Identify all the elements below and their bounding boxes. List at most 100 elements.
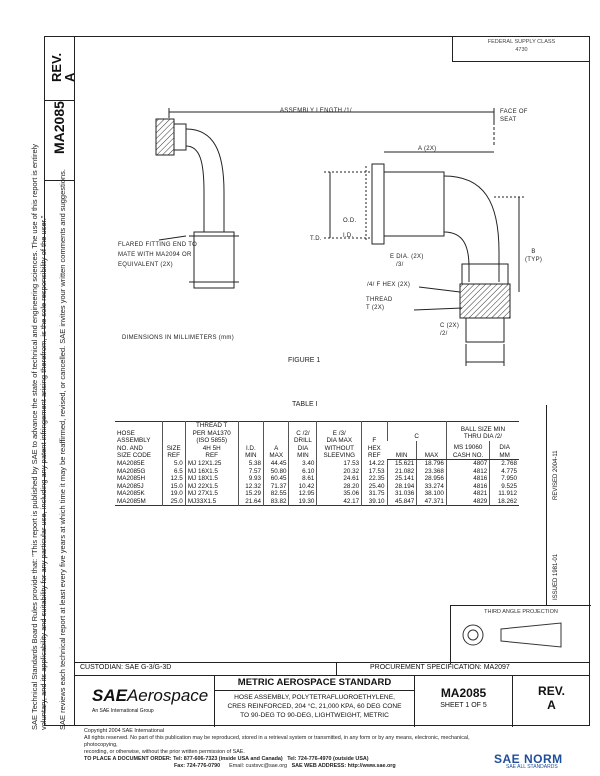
table-cell: MA2085M — [117, 497, 146, 505]
table-cell: 17.53 — [316, 459, 362, 468]
third-angle-projection-icon — [462, 622, 562, 648]
table-cell: 21.64 — [237, 497, 264, 506]
table-cell: 17.53 — [361, 467, 387, 475]
table-cell: 9.525 — [489, 482, 519, 490]
table-cell: 14.22 — [361, 459, 387, 468]
e-dia-label: E DIA. (2X)/3/ — [390, 254, 424, 268]
rev-value: A — [547, 698, 556, 712]
rev-cell: REV. A — [512, 676, 590, 727]
contact-line: Fax: 724-776-0790 Email: custsvc@sae.org… — [174, 763, 396, 769]
table-cell: 35.06 — [316, 490, 362, 498]
side-column — [44, 36, 74, 726]
table-cell: MA2085E — [117, 460, 145, 467]
table-cell: 28.20 — [316, 482, 362, 490]
copyright-footer: Copyright 2004 SAE International All rig… — [84, 728, 504, 770]
custodian-label: CUSTODIAN: SAE G-3/G-3D — [80, 664, 172, 671]
issued-date: ISSUED 1981-01 — [553, 553, 559, 600]
supply-class-box: FEDERAL SUPPLY CLASS 4730 — [452, 36, 590, 62]
title-block: SAEAerospace An SAE International Group … — [74, 675, 590, 727]
side-divider — [44, 100, 74, 101]
watermark-sub: SAE ALL STANDARDS — [506, 764, 558, 770]
supply-class-label: FEDERAL SUPPLY CLASS — [487, 39, 556, 45]
table-cell: 18.262 — [489, 497, 519, 506]
title-cell: METRIC AEROSPACE STANDARD HOSE ASSEMBLY,… — [214, 676, 414, 727]
a-dimension-label: A (2X) — [418, 146, 437, 152]
table-cell: 28.194 — [386, 482, 417, 490]
side-doc-number: MA2085 — [51, 101, 67, 154]
dimensions-note: DIMENSIONS IN MILLIMETERS (mm) — [122, 335, 235, 341]
rights-line: All rights reserved. No part of this pub… — [84, 735, 470, 748]
table-cell: 25.141 — [386, 475, 417, 483]
table-cell: 7.950 — [489, 475, 519, 483]
table-cell: 4829 — [445, 497, 490, 506]
table-cell: 8.61 — [288, 475, 317, 483]
table-cell: 42.17 — [316, 497, 362, 506]
table-cell: 20.32 — [316, 467, 362, 475]
order-line: TO PLACE A DOCUMENT ORDER: Tel: 877-606-… — [84, 756, 369, 762]
number-cell: MA2085 SHEET 1 OF 5 — [414, 676, 512, 727]
od-label: O.D. — [343, 218, 357, 224]
standard-title: METRIC AEROSPACE STANDARD — [215, 676, 414, 691]
side-note-3: SAE reviews each technical report at lea… — [58, 169, 67, 730]
table-cell: 15.0 — [161, 482, 186, 490]
table-cell: MA2085G — [117, 467, 146, 475]
watermark: SAE NORM — [494, 752, 563, 766]
custodian-row: CUSTODIAN: SAE G-3/G-3D PROCUREMENT SPEC… — [74, 662, 590, 676]
table-cell: 60.45 — [263, 475, 289, 483]
table-cell: 38.100 — [416, 490, 447, 498]
table-cell: 82.55 — [263, 490, 289, 498]
table-caption: TABLE I — [292, 401, 318, 408]
table-cell: 12.5 — [161, 475, 186, 483]
table-cell: 25.0 — [161, 497, 186, 506]
copyright-line: Copyright 2004 SAE International — [84, 728, 165, 734]
table-cell: 31.036 — [386, 490, 417, 498]
doc-number: MA2085 — [440, 686, 487, 700]
table-cell: 21.082 — [386, 467, 417, 475]
table-cell: 4.775 — [489, 467, 519, 475]
col-c2: C — [386, 421, 447, 441]
table-cell: 83.82 — [263, 497, 289, 506]
table-cell: 5.38 — [237, 459, 264, 468]
table-cell: 7.57 — [237, 467, 264, 475]
table-cell: MJ 18X1.5 — [184, 475, 239, 483]
table-cell: 4807 — [445, 459, 490, 468]
table-cell: 23.368 — [416, 467, 447, 475]
c-dimension-label: C (2X)/2/ — [440, 323, 460, 337]
table-cell: 10.42 — [288, 482, 317, 490]
table-cell: 5.0 — [161, 459, 186, 468]
sae-logo-tag: An SAE International Group — [92, 708, 154, 714]
table-cell: 3.40 — [288, 459, 317, 468]
table-cell: 50.80 — [263, 467, 289, 475]
table-cell: MA2085H — [117, 475, 146, 482]
table-cell: 9.93 — [237, 475, 264, 483]
issue-strip — [546, 405, 591, 605]
table-cell: 15.29 — [237, 490, 264, 498]
standard-description: HOSE ASSEMBLY, POLYTETRAFLUOROETHYLENE,C… — [227, 694, 402, 719]
table-cell: 24.61 — [316, 475, 362, 483]
table-cell: MA2085K — [117, 490, 145, 497]
table-cell: 12.32 — [237, 482, 264, 490]
b-typ-label: B(TYP) — [525, 249, 543, 263]
col-c2-min: MIN — [387, 440, 417, 460]
col-id: I.D.MIN — [237, 421, 264, 460]
projection-box: THIRD ANGLE PROJECTION — [450, 605, 591, 664]
table-cell: MA2085J — [117, 482, 144, 490]
supply-class-value: 4730 — [515, 47, 528, 53]
table-cell: 4821 — [445, 490, 490, 498]
table-cell: 6.10 — [288, 467, 317, 475]
side-note-1: SAE Technical Standards Board Rules prov… — [30, 143, 39, 730]
